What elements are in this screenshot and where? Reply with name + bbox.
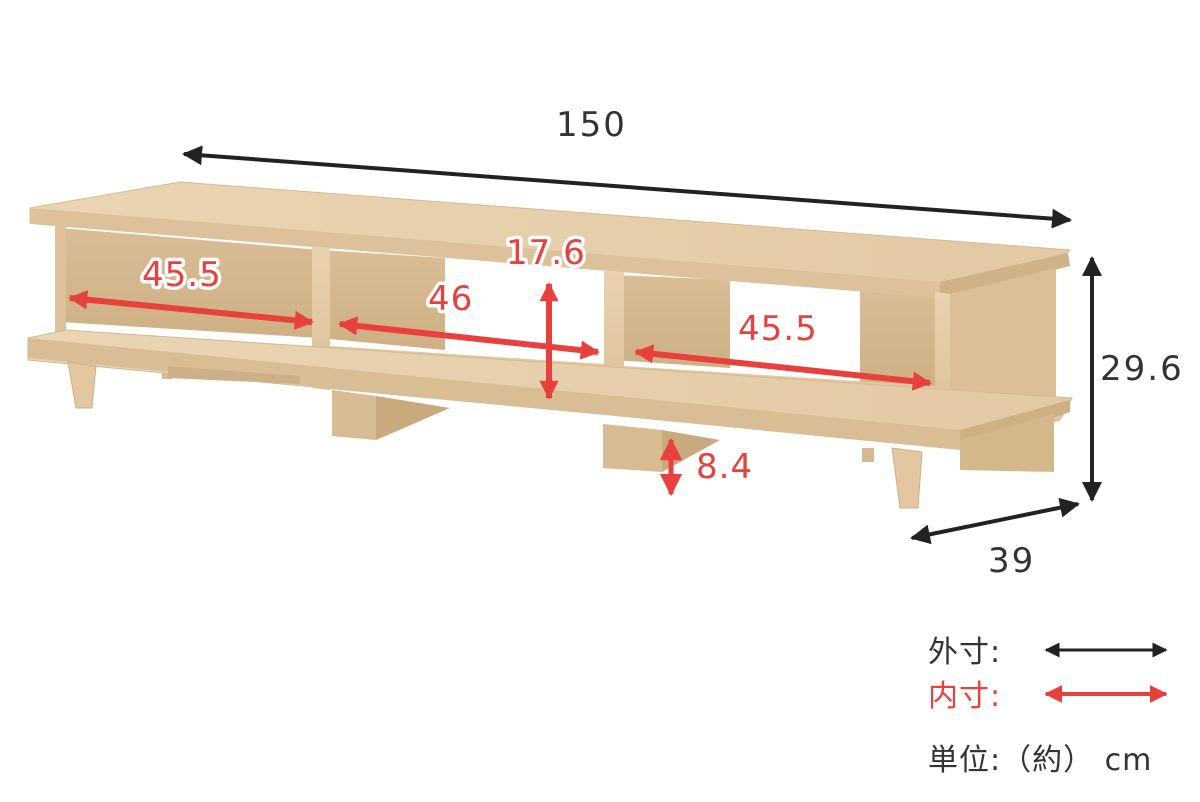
support-left-side xyxy=(376,396,450,440)
inner-center-width-label: 46 xyxy=(428,279,473,319)
divider-2 xyxy=(604,270,624,398)
outer-width-label: 150 xyxy=(556,105,627,145)
support-right xyxy=(603,424,662,472)
right-width-arrow xyxy=(634,344,932,391)
outer-height-label: 29.6 xyxy=(1100,349,1184,389)
right-end-support xyxy=(960,414,1054,472)
outer-depth-label: 39 xyxy=(988,541,1035,581)
inner-leg-height-label: 8.4 xyxy=(696,447,753,487)
depth-arrow xyxy=(910,497,1080,545)
front-leg-left xyxy=(67,361,97,409)
legend-outer-label: 外寸: xyxy=(928,635,1001,670)
left-end-panel xyxy=(55,224,66,338)
legend-unit-label: 単位:（約） cm xyxy=(928,743,1152,778)
top-board-right-edge xyxy=(940,253,1070,298)
inner-compartment-height-label: 17.6 xyxy=(506,233,586,273)
top-board-front-edge xyxy=(30,208,940,298)
support-left xyxy=(332,390,376,440)
right-end-panel-side xyxy=(950,268,1056,428)
legend: 外寸: 内寸: 単位:（約） cm xyxy=(928,635,1168,778)
rear-leg-right xyxy=(862,448,874,462)
width-arrow xyxy=(182,145,1072,229)
left-width-arrow xyxy=(68,290,314,330)
legend-inner-label: 内寸: xyxy=(928,679,1001,714)
inner-right-width-label: 45.5 xyxy=(738,309,818,349)
inner-dimensions: 45.5 46 45.5 17.6 8.4 xyxy=(68,230,932,497)
front-leg-right xyxy=(891,447,923,509)
outer-dimensions: 150 29.6 39 xyxy=(182,105,1184,581)
base-board-front-edge xyxy=(28,338,960,450)
inner-left-width-label: 45.5 xyxy=(142,255,222,295)
base-inner-shadow xyxy=(168,366,300,384)
